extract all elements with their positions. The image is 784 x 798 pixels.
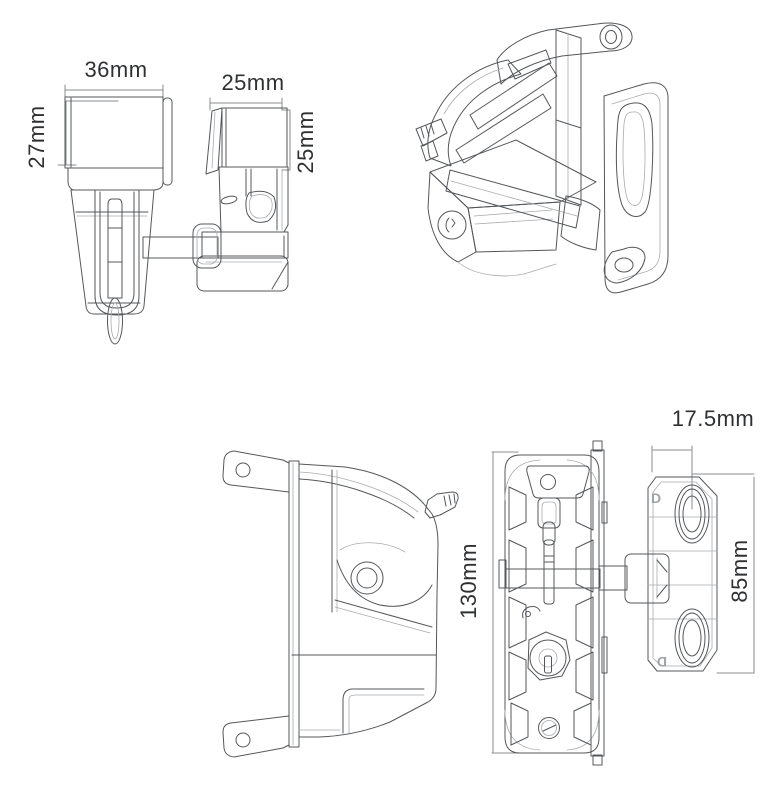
latch-striker-front-view (57, 84, 291, 345)
side-view (222, 450, 459, 758)
handle-plate: D D (647, 476, 718, 672)
dim-label-handle-offset: 17.5mm (671, 406, 755, 431)
dimension-lines-top-view (57, 84, 291, 171)
brand-mark-d-icon: D (651, 490, 661, 506)
dim-label-latch-cap-height: 27mm (24, 105, 49, 169)
brand-mark-d-inverted-icon: D (657, 654, 667, 670)
isometric-view (415, 22, 669, 294)
front-view-with-handle: D D (491, 440, 755, 766)
dim-label-handle-plate-height: 85mm (727, 539, 752, 603)
dim-label-overall-height: 130mm (456, 543, 481, 619)
dim-label-striker-cap-height: 25mm (293, 110, 318, 174)
dim-label-latch-width: 36mm (84, 57, 148, 82)
dimension-lines-front-view (491, 445, 755, 754)
latch-unit (64, 96, 173, 345)
striker-unit (192, 107, 289, 292)
body-ribs (508, 486, 594, 746)
dim-label-striker-width: 25mm (221, 70, 285, 95)
